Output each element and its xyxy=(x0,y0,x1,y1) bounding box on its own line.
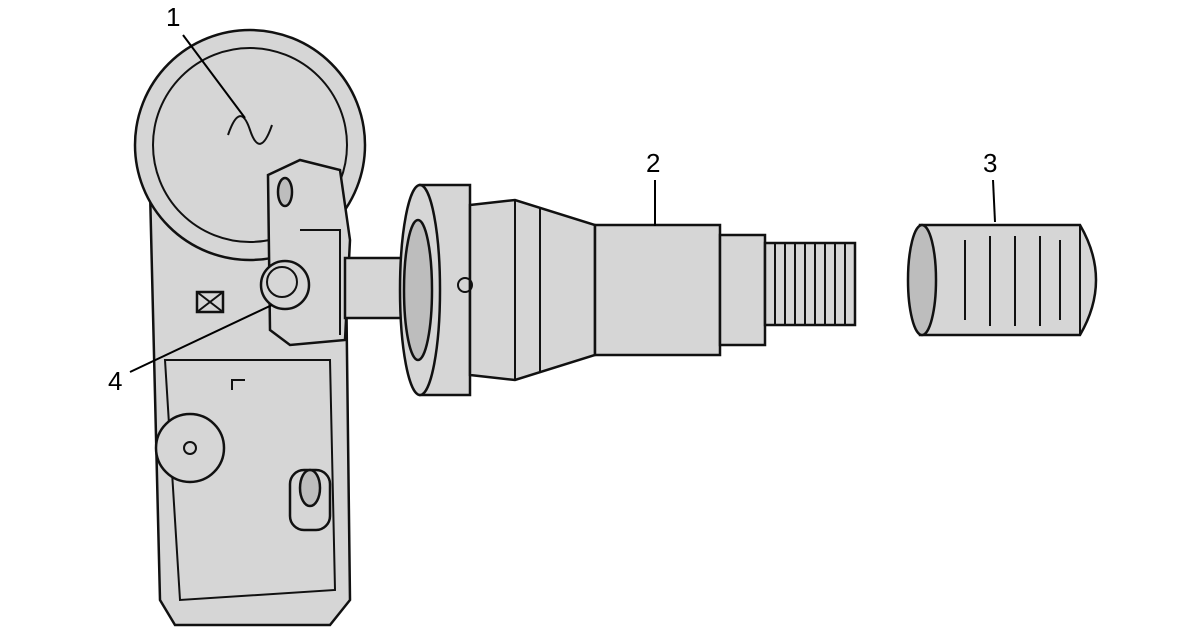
valve-cap-item-3 xyxy=(906,223,1098,337)
callout-1: 1 xyxy=(166,2,181,32)
callout-3: 3 xyxy=(983,148,998,178)
mount-boss xyxy=(154,412,226,484)
valve-stem-item-2 xyxy=(398,183,857,397)
callout-2: 2 xyxy=(646,148,661,178)
callout-4: 4 xyxy=(108,366,123,396)
leader-lines xyxy=(129,34,996,373)
grommet-item-4 xyxy=(259,259,311,311)
